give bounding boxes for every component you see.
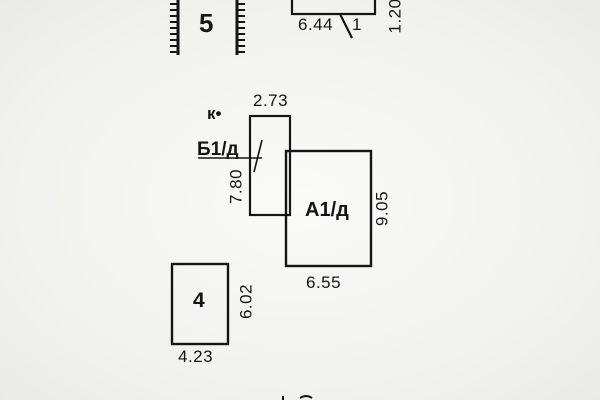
top-right-width-dim: 6.44 <box>298 15 334 34</box>
house-a1-label: А1/д <box>305 199 349 221</box>
top-right-height-dim: 1.20 <box>385 0 405 34</box>
annex-b1-leader-tail <box>253 139 263 173</box>
annex-b1-label: Б1/д <box>197 139 239 160</box>
top-right-building-outline <box>290 0 377 39</box>
porch-mark: к• <box>207 104 222 123</box>
house-a1-outline <box>284 149 373 268</box>
house-a1-width-dim: 6.55 <box>306 273 342 292</box>
annex-b1-outline <box>248 114 292 217</box>
top-right-mark: 1 <box>352 15 362 34</box>
bottom-cut-fragment <box>282 395 313 400</box>
shed-4-height-dim: 6.02 <box>236 283 256 320</box>
shed-4-label: 4 <box>193 289 205 312</box>
annex-b1-height-dim: 7.80 <box>226 168 246 205</box>
shed-4-width-dim: 4.23 <box>178 347 214 366</box>
house-a1-height-dim: 9.05 <box>372 190 392 227</box>
building-5-hatching <box>170 3 245 53</box>
shed-4-outline <box>170 262 230 346</box>
annex-b1-width-dim: 2.73 <box>253 91 289 110</box>
building-5-label: 5 <box>199 8 214 38</box>
